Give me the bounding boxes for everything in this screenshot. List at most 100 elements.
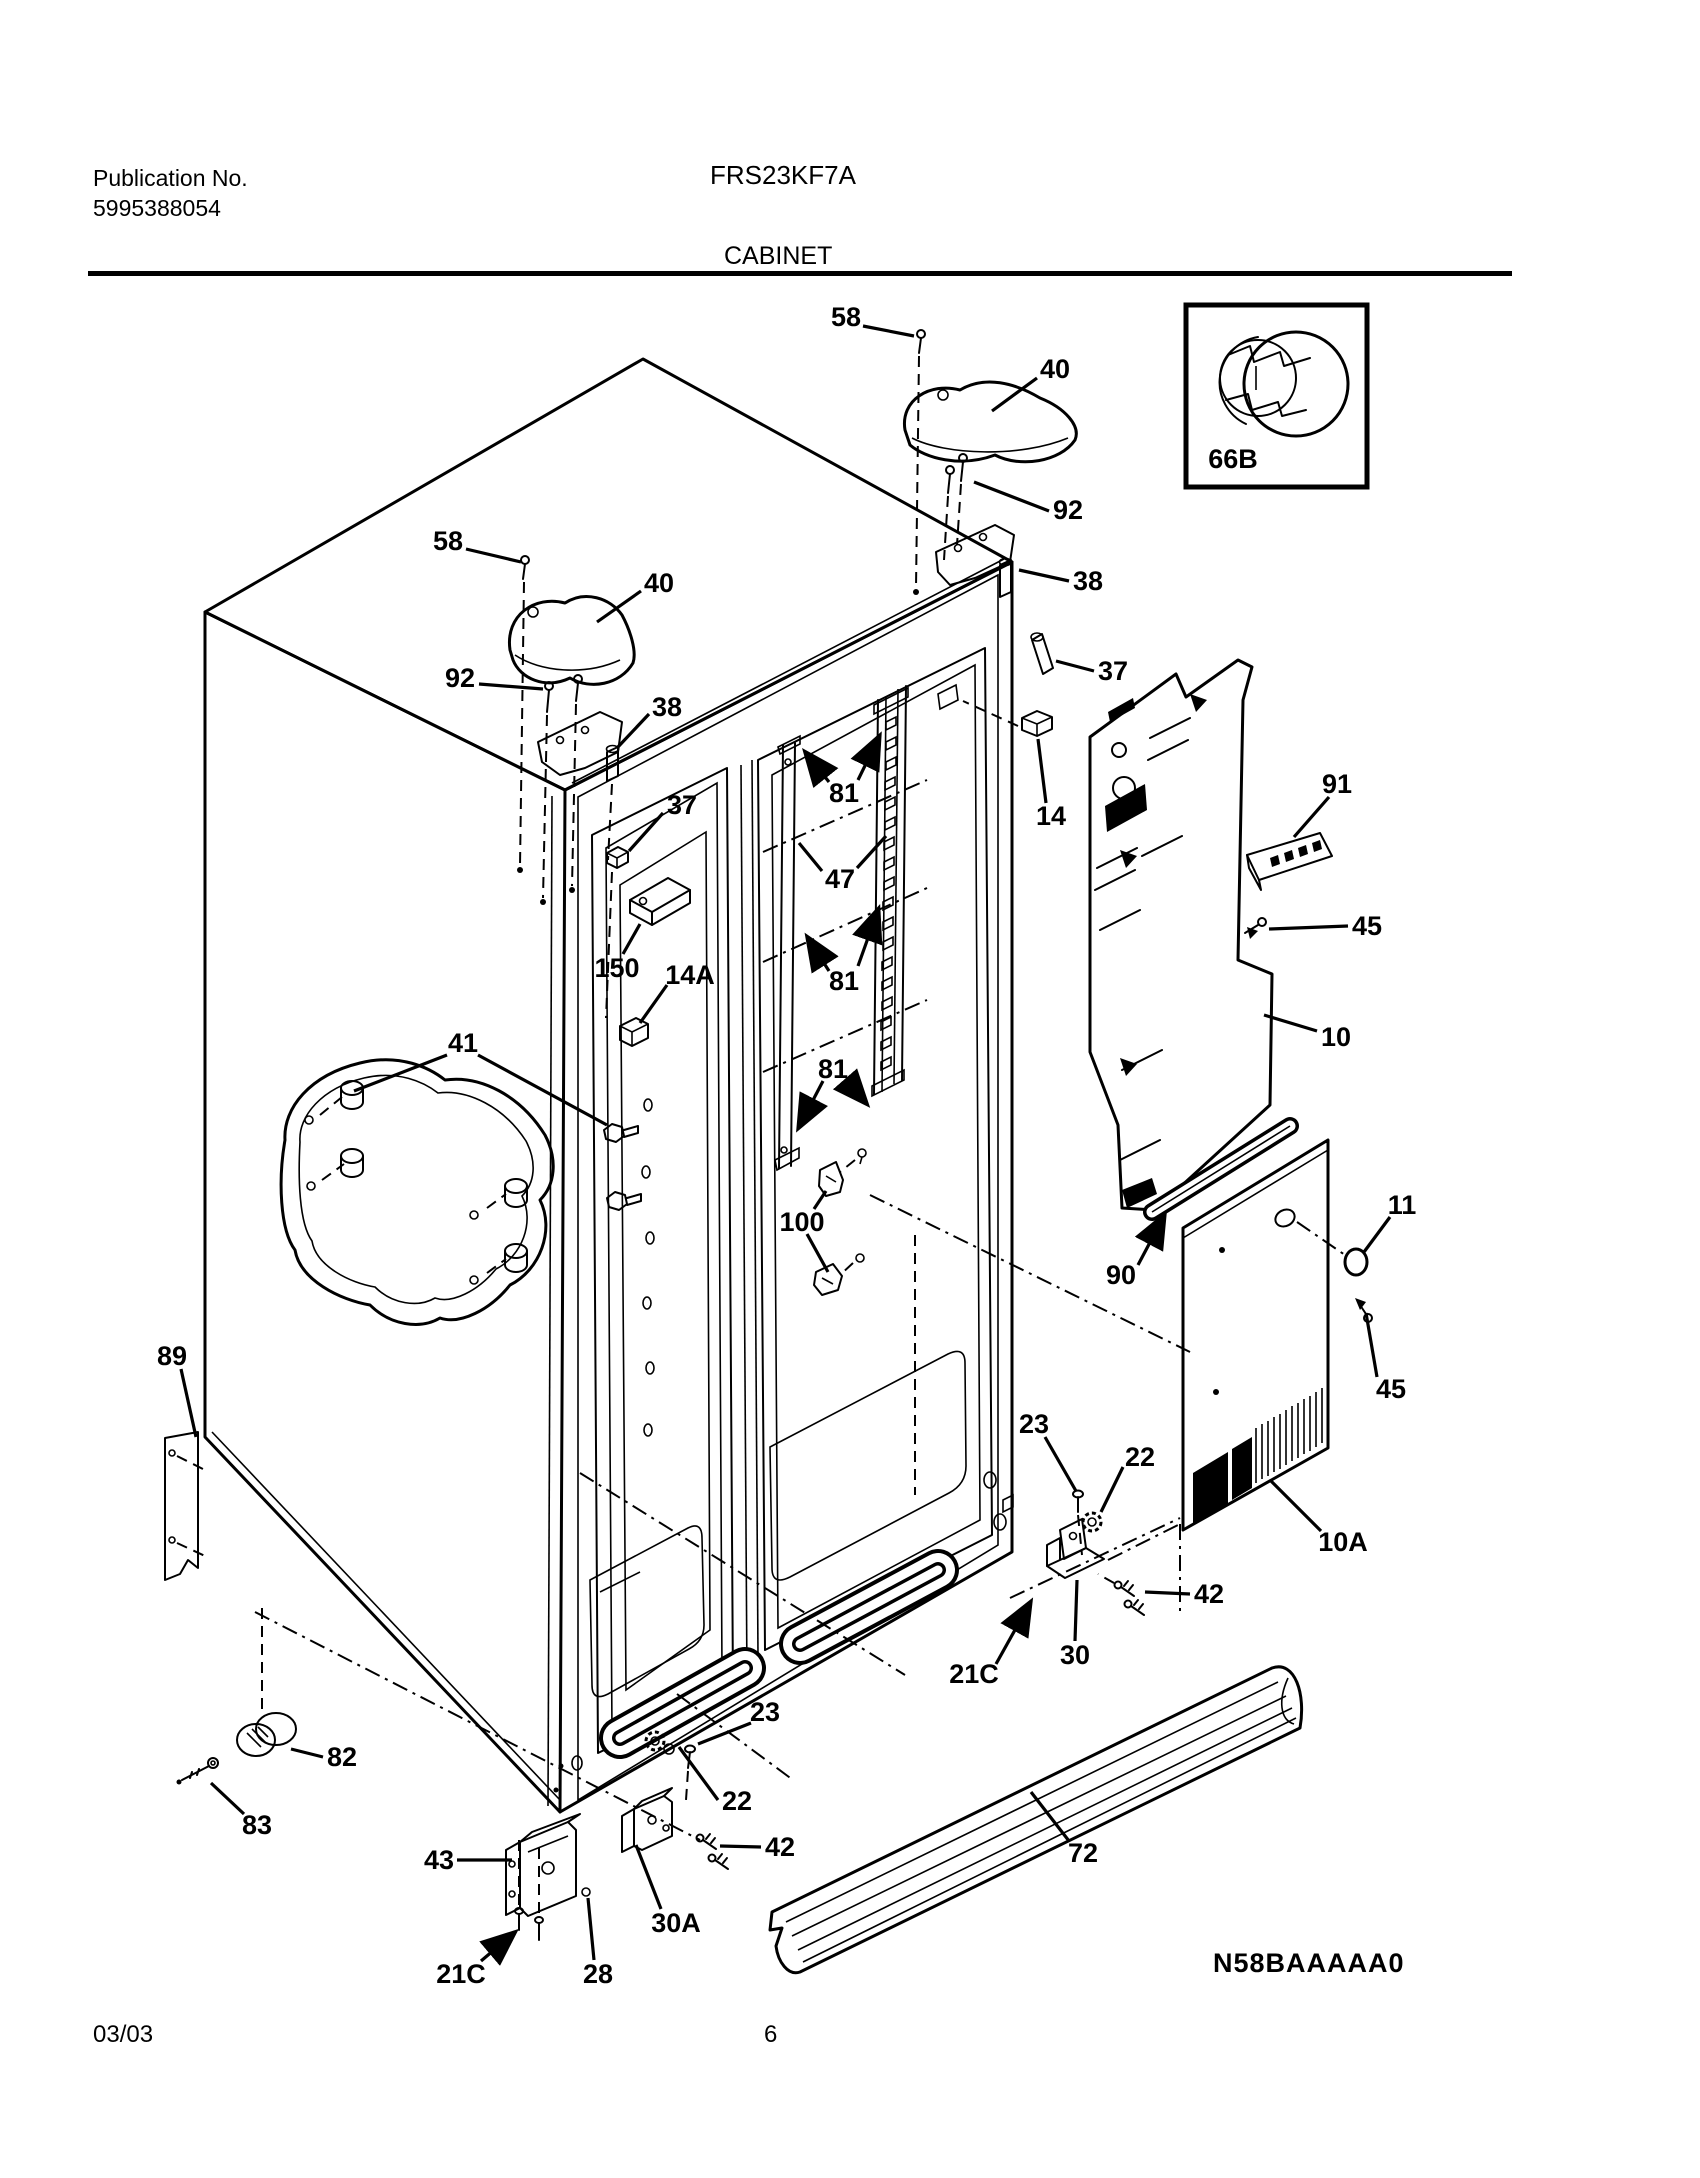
callout-22-left: 22 xyxy=(722,1786,752,1816)
insulation-spacers xyxy=(340,1080,528,1273)
part-90-trim-bar xyxy=(1143,1117,1299,1221)
leader-89 xyxy=(179,1368,198,1438)
leader-92-left xyxy=(478,682,544,691)
leader-28 xyxy=(586,1897,596,1961)
bottom-vent-slots xyxy=(553,1471,1014,1793)
part-83-screw xyxy=(176,1757,219,1785)
leader-100 xyxy=(812,1190,828,1210)
callout-92-right: 92 xyxy=(1053,495,1083,525)
leader-41 xyxy=(477,1053,608,1127)
publication-number: 5995388054 xyxy=(93,195,221,221)
part-38-right-hinge xyxy=(935,524,1015,598)
callout-91: 91 xyxy=(1322,769,1352,799)
leader-100 xyxy=(805,1233,830,1273)
callout-21C-left: 21C xyxy=(436,1959,486,1989)
callout-58-right: 58 xyxy=(831,302,861,332)
leader-40-left xyxy=(596,589,642,624)
part-30-bracket xyxy=(1046,1518,1181,1612)
leader-81-bottom xyxy=(832,1068,871,1108)
publication-block: Publication No.5995388054 xyxy=(93,163,248,223)
leader-81-mid xyxy=(804,932,839,974)
duct-vents xyxy=(1094,717,1191,1161)
fresh-food-cavity xyxy=(757,647,993,1651)
leader-37-right xyxy=(1055,659,1095,673)
callout-38-left: 38 xyxy=(652,692,682,722)
diagram-code: N58BAAAAA0 xyxy=(1213,1948,1405,1978)
part-82-roller xyxy=(236,1608,297,1757)
header-rule xyxy=(88,271,1512,276)
leader-81-mid xyxy=(852,903,883,967)
leader-11 xyxy=(1362,1216,1392,1253)
callout-100: 100 xyxy=(779,1207,824,1237)
callout-37-left: 37 xyxy=(667,790,697,820)
callout-28: 28 xyxy=(583,1959,613,1989)
leader-14 xyxy=(1036,738,1048,804)
callout-81-top: 81 xyxy=(829,778,859,808)
callout-37-right: 37 xyxy=(1098,656,1128,686)
callout-30A: 30A xyxy=(651,1908,701,1938)
screws-45 xyxy=(1244,917,1373,1323)
footer-date: 03/03 xyxy=(93,2021,154,2048)
callout-58-left: 58 xyxy=(433,526,463,556)
callout-40-right: 40 xyxy=(1040,354,1070,384)
part-66B-plug xyxy=(1218,330,1350,438)
callout-14A: 14A xyxy=(665,960,715,990)
callout-38-right: 38 xyxy=(1073,566,1103,596)
callout-82: 82 xyxy=(327,1742,357,1772)
leader-10 xyxy=(1263,1013,1318,1033)
screws-42-left xyxy=(695,1833,729,1870)
part-100-clips xyxy=(813,1148,867,1296)
leader-40-right xyxy=(991,376,1038,413)
leader-42-left xyxy=(719,1844,762,1849)
inset-box-66B xyxy=(1183,302,1370,490)
callout-41: 41 xyxy=(448,1028,478,1058)
part-37-left-pin xyxy=(605,846,629,1019)
leader-42-right xyxy=(1144,1590,1191,1596)
callout-81-bottom: 81 xyxy=(818,1054,848,1084)
footer-page-number: 6 xyxy=(764,2021,778,2048)
leader-58-right xyxy=(862,324,915,338)
part-30A-bracket xyxy=(621,1787,673,1853)
leader-14A xyxy=(638,984,669,1024)
callout-43: 43 xyxy=(424,1845,454,1875)
callout-42-right: 42 xyxy=(1194,1579,1224,1609)
callout-10A: 10A xyxy=(1318,1527,1368,1557)
callout-21C-right: 21C xyxy=(949,1659,999,1689)
leader-30A xyxy=(634,1844,663,1910)
part-41-insulation xyxy=(279,1058,555,1326)
callout-92-left: 92 xyxy=(445,663,475,693)
callout-23-left: 23 xyxy=(750,1697,780,1727)
leader-30 xyxy=(1073,1579,1079,1642)
leader-23-right xyxy=(1043,1436,1078,1492)
center-mullion xyxy=(740,759,759,1683)
leader-83 xyxy=(209,1781,246,1816)
model-number: FRS23KF7A xyxy=(710,160,856,190)
leader-150 xyxy=(621,923,642,955)
leader-22-left xyxy=(677,1746,720,1801)
callout-45-lower: 45 xyxy=(1376,1374,1406,1404)
freezer-cavity xyxy=(589,767,734,1754)
part-91-bracket xyxy=(1246,832,1333,891)
callout-81-mid: 81 xyxy=(829,966,859,996)
callout-90: 90 xyxy=(1106,1260,1136,1290)
section-title: CABINET xyxy=(724,242,833,270)
part-10-air-duct xyxy=(1088,658,1274,1212)
shelf-rail-flat-81 xyxy=(774,734,801,1172)
leader-23-left xyxy=(697,1721,752,1746)
leader-21C-right xyxy=(994,1597,1034,1665)
part-38-left-hinge xyxy=(537,711,623,861)
part-22-right-washer xyxy=(1081,1511,1103,1533)
leader-45-lower xyxy=(1364,1312,1379,1378)
callout-150: 150 xyxy=(594,953,639,983)
mounting-bolts xyxy=(603,1123,642,1211)
leader-91 xyxy=(1292,795,1331,839)
part-37-right-pin xyxy=(1030,632,1054,675)
part-14A-clip xyxy=(619,1017,649,1047)
leader-38-left xyxy=(615,712,651,750)
leader-58-left xyxy=(465,547,522,564)
leader-21C-left xyxy=(479,1928,519,1966)
callout-30: 30 xyxy=(1060,1640,1090,1670)
part-150-bracket xyxy=(629,877,691,926)
screws-21C-left xyxy=(514,1907,544,1941)
